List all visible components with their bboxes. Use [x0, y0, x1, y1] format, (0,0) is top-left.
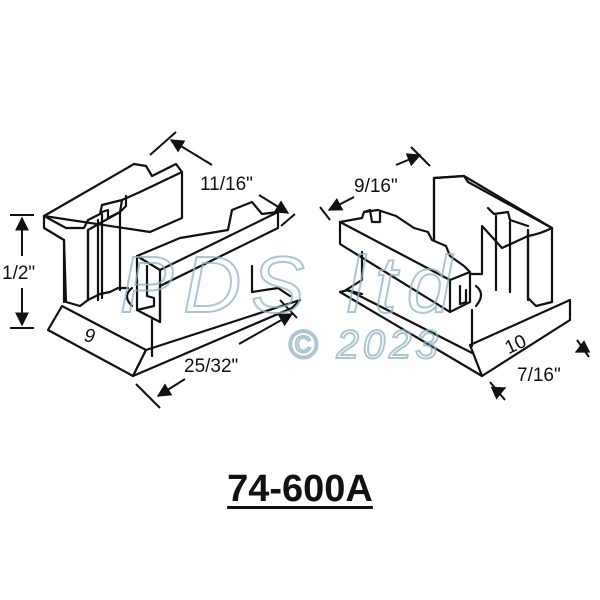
dim-width-right: [489, 339, 591, 401]
dim-height-left: [10, 214, 34, 329]
dim-depth-text: 11/16": [200, 174, 253, 195]
dim-length-text: 25/32": [184, 356, 238, 377]
dim-width-right-text: 7/16": [517, 365, 561, 386]
part-number: 74-600A: [227, 468, 373, 510]
dim-length-left: [135, 299, 298, 409]
dim-depth-left: [149, 131, 296, 227]
right-part-drawing: [338, 174, 572, 378]
left-part-drawing: [42, 162, 302, 378]
dim-depth-right: [319, 146, 431, 221]
part-number-title: 74-600A: [0, 468, 600, 511]
left-part-label: 9: [83, 325, 97, 347]
watermark-brand: PDS ltd: [120, 240, 461, 329]
watermark-copyright: © 2023: [288, 323, 442, 367]
dim-height-text: 1/2": [2, 263, 35, 284]
dim-depth-right-text: 9/16": [354, 176, 398, 197]
